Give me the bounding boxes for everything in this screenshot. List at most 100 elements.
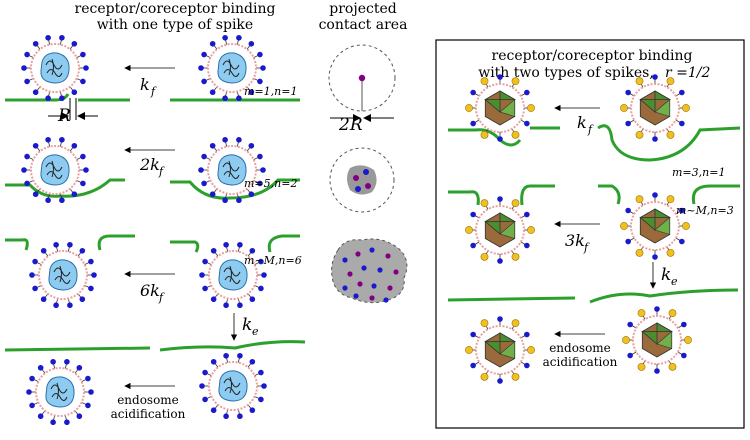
spike-glycoprotein (88, 285, 94, 292)
contact-receptor-dot (342, 285, 348, 291)
spike-glycoprotein (261, 272, 267, 278)
spike-glycoprotein (71, 142, 78, 149)
R-label: R (57, 106, 71, 126)
coreceptor-spike (511, 199, 520, 208)
receptor-spike (681, 321, 687, 328)
spike-glycoprotein (71, 191, 78, 198)
right-acid-line2: acidification (543, 355, 618, 369)
receptor-spike (627, 352, 633, 359)
coreceptor-spike (480, 130, 489, 139)
coreceptor-spike (480, 199, 489, 208)
spike-glycoprotein (257, 180, 263, 187)
left-ke-sub: e (252, 325, 259, 338)
spike-glycoprotein (202, 285, 208, 292)
spike-glycoprotein (209, 40, 216, 47)
receptor-spike (470, 331, 476, 338)
spike-glycoprotein (210, 247, 217, 254)
rna-genome (222, 58, 240, 77)
spike-glycoprotein (71, 89, 78, 96)
spike-glycoprotein (258, 285, 264, 292)
receptor-spike (652, 136, 658, 142)
spike-glycoprotein (201, 153, 207, 160)
spike-glycoprotein (83, 167, 89, 173)
left-rate-arrow-3: 6k f (124, 270, 175, 304)
coreceptor-spike (684, 336, 692, 344)
spike-glycoprotein (209, 142, 216, 149)
spike-glycoprotein (45, 34, 51, 41)
spike-glycoprotein (222, 197, 228, 204)
left-acid-line1: endosome (117, 393, 179, 407)
R-dimension: R (48, 98, 98, 126)
spike-glycoprotein (26, 389, 32, 395)
right-title-line1: receptor/coreceptor binding (492, 48, 693, 64)
receptor-spike (497, 316, 503, 322)
contact-receptor-dot (377, 267, 383, 273)
left-title-line1: receptor/coreceptor binding (75, 1, 276, 17)
receptor-spike (524, 362, 530, 369)
spike-glycoprotein (257, 153, 263, 160)
spike-glycoprotein (80, 180, 86, 187)
coreceptor-spike (465, 346, 473, 354)
spike-glycoprotein (202, 369, 208, 376)
coreceptor-spike (637, 309, 646, 318)
spike-glycoprotein (37, 364, 44, 371)
spike-glycoprotein (261, 383, 267, 389)
coreceptor-spike (666, 130, 675, 139)
virion-left-r2-bound (21, 136, 89, 204)
spike-glycoprotein (260, 167, 266, 173)
coreceptor-spike (666, 77, 675, 86)
spike-glycoprotein (249, 407, 256, 414)
spike-glycoprotein (209, 89, 216, 96)
spike-glycoprotein (85, 375, 91, 382)
spike-glycoprotein (249, 247, 256, 254)
receptor-spike (470, 362, 476, 369)
virion-left-endosome (26, 358, 94, 426)
receptor-spike (652, 254, 658, 260)
right-acid-line1: endosome (549, 341, 611, 355)
spike-glycoprotein (45, 95, 51, 102)
spike-glycoprotein (53, 241, 59, 248)
spike-glycoprotein (79, 296, 86, 303)
spike-glycoprotein (210, 358, 217, 365)
coreceptor-spike (682, 104, 690, 112)
receptor-spike (679, 238, 685, 245)
coreceptor-spike (620, 104, 628, 112)
spike-glycoprotein (223, 241, 229, 248)
virion-right-endosome (465, 316, 535, 384)
spike-glycoprotein (198, 167, 204, 173)
receptor-spike (497, 196, 503, 202)
receptor-spike (470, 211, 476, 218)
left-acidification: endosome acidification (111, 382, 186, 421)
coreceptor-spike (480, 319, 489, 328)
contact-receptor-dot (357, 281, 363, 287)
right-rate-1-sub: f (587, 123, 594, 136)
right-ke: k (661, 265, 671, 285)
spike-glycoprotein (80, 153, 86, 160)
coreceptor-spike (480, 252, 489, 261)
spike-glycoprotein (248, 142, 255, 149)
coreceptor-spike (527, 104, 535, 112)
spike-glycoprotein (83, 65, 89, 71)
spike-glycoprotein (21, 167, 27, 173)
spike-glycoprotein (45, 136, 51, 143)
spike-glycoprotein (29, 272, 35, 278)
spike-glycoprotein (248, 89, 255, 96)
rna-genome (53, 265, 71, 284)
capsid (45, 376, 75, 408)
spike-glycoprotein (88, 389, 94, 395)
virion-right-r1-bound (465, 74, 535, 142)
right-membranes (447, 124, 741, 304)
spike-glycoprotein (248, 40, 255, 47)
spike-glycoprotein (40, 296, 47, 303)
left-acid-line2: acidification (111, 407, 186, 421)
coreceptor-spike (635, 130, 644, 139)
spike-glycoprotein (222, 136, 228, 143)
virion-right-endocytosed (622, 306, 692, 374)
receptor-spike (497, 258, 503, 264)
spike-glycoprotein (67, 302, 73, 309)
spike-glycoprotein (210, 296, 217, 303)
spike-glycoprotein (237, 241, 243, 248)
spike-glycoprotein (201, 180, 207, 187)
coreceptor-spike (527, 346, 535, 354)
spike-glycoprotein (237, 302, 243, 309)
